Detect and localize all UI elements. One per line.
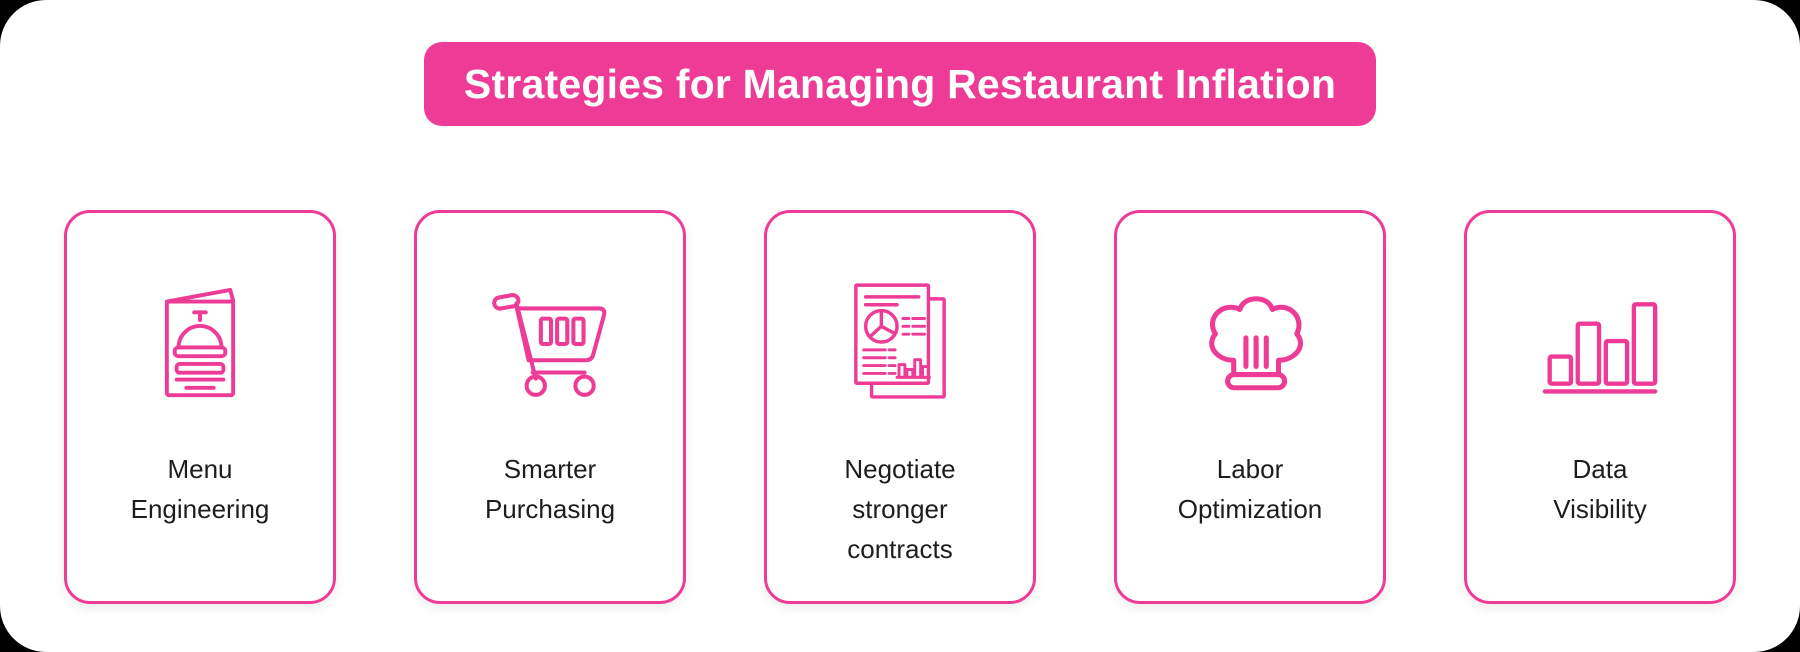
menu-book-icon	[153, 263, 247, 423]
card-label: Data Visibility	[1553, 454, 1647, 524]
card-negotiate-contracts: Negotiate stronger contracts	[764, 210, 1036, 604]
card-data-visibility: Data Visibility	[1464, 210, 1736, 604]
card-label: Labor Optimization	[1177, 454, 1323, 524]
card-label: Negotiate stronger contracts	[844, 454, 956, 564]
strategy-cards: Menu Engineering Sma	[64, 210, 1736, 604]
chef-hat-icon	[1191, 263, 1309, 423]
card-labor-optimization: Labor Optimization	[1114, 210, 1386, 604]
page-title: Strategies for Managing Restaurant Infla…	[463, 60, 1337, 107]
title-banner: Strategies for Managing Restaurant Infla…	[424, 42, 1376, 126]
card-menu-engineering: Menu Engineering	[64, 210, 336, 604]
report-charts-icon	[848, 263, 952, 423]
card-smarter-purchasing: Smarter Purchasing	[414, 210, 686, 604]
card-label: Menu Engineering	[130, 454, 270, 524]
bar-chart-icon	[1540, 263, 1660, 423]
card-label: Smarter Purchasing	[484, 454, 616, 524]
shopping-cart-icon	[488, 263, 612, 423]
